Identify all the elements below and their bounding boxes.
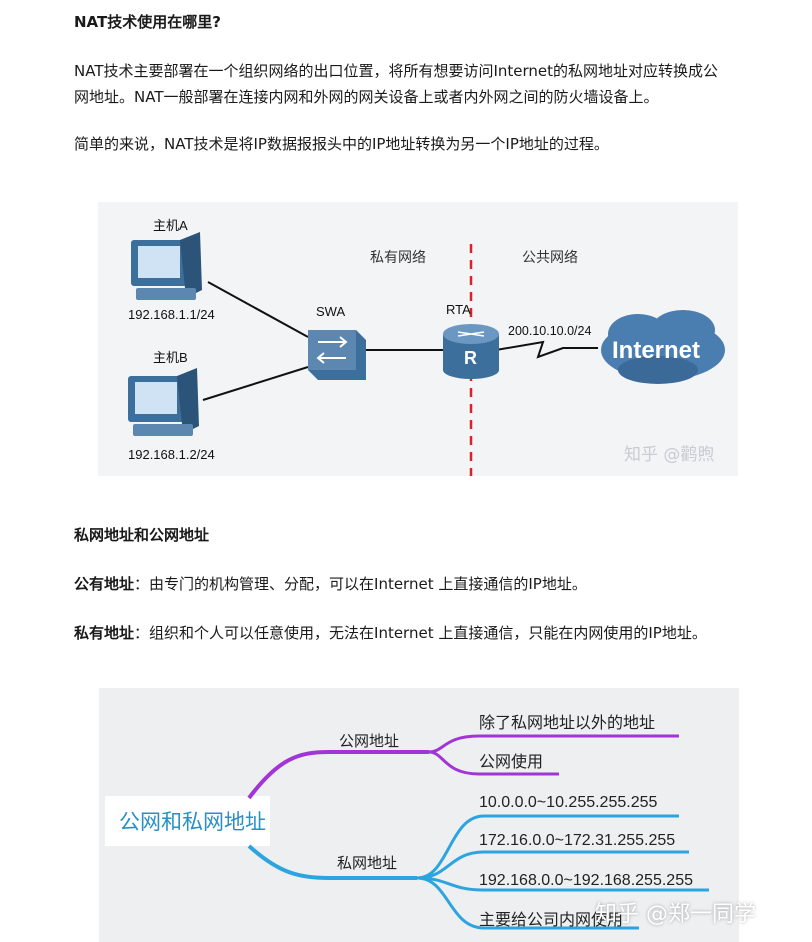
mindmap-root-box bbox=[105, 796, 270, 846]
mindmap-svg: 公网和私网地址 公网地址 除了私网地址以外的地址 公网使用 私网地址 10.0.… bbox=[105, 713, 709, 930]
internet-label: Internet bbox=[612, 337, 700, 364]
switch-label: SWA bbox=[316, 304, 345, 319]
router-icon bbox=[443, 324, 499, 379]
private-item-3: 192.168.0.0~192.168.255.255 bbox=[479, 872, 693, 889]
public-network-label: 公共网络 bbox=[522, 250, 578, 266]
nat-network-diagram: 主机A 192.168.1.1/24 主机B 192.168.1.2/24 SW… bbox=[98, 202, 738, 476]
host-b-label: 主机B bbox=[153, 350, 188, 365]
private-address-definition: 私有地址：组织和个人可以任意使用，无法在Internet 上直接通信，只能在内网… bbox=[74, 620, 707, 646]
private-branch-line bbox=[247, 844, 417, 880]
public-address-definition: 公有地址：由专门的机构管理、分配，可以在Internet 上直接通信的IP地址。 bbox=[74, 571, 587, 597]
link-host-a-switch bbox=[207, 281, 309, 338]
router-letter: R bbox=[464, 348, 477, 368]
host-b-ip: 192.168.1.2/24 bbox=[128, 447, 215, 462]
host-a-label: 主机A bbox=[153, 218, 188, 233]
internet-cloud-icon bbox=[601, 310, 725, 384]
public-address-term: 公有地址 bbox=[74, 575, 135, 593]
private-branch-label: 私网地址 bbox=[337, 854, 397, 872]
host-a-ip: 192.168.1.1/24 bbox=[128, 307, 215, 322]
paragraph-nat-summary: 简单的来说，NAT技术是将IP数据报报头中的IP地址转换为另一个IP地址的过程。 bbox=[74, 135, 609, 153]
network-diagram-svg: 主机A 192.168.1.1/24 主机B 192.168.1.2/24 SW… bbox=[128, 218, 725, 476]
private-item-line-2 bbox=[416, 850, 689, 880]
zhihu-watermark: 知乎 @鹳煦 bbox=[624, 445, 715, 465]
private-address-term: 私有地址 bbox=[74, 624, 135, 642]
private-item-line-4 bbox=[416, 876, 639, 930]
public-item-1: 除了私网地址以外的地址 bbox=[479, 713, 655, 732]
link-router-internet bbox=[495, 340, 598, 359]
private-item-1: 10.0.0.0~10.255.255.255 bbox=[479, 794, 657, 811]
public-item-line-1 bbox=[428, 734, 679, 754]
link-host-b-switch bbox=[202, 366, 309, 401]
private-item-4: 主要给公司内网使用 bbox=[479, 910, 623, 929]
router-label: RTA bbox=[446, 302, 471, 317]
public-item-line-2 bbox=[428, 750, 559, 776]
address-mindmap: 公网和私网地址 公网地址 除了私网地址以外的地址 公网使用 私网地址 10.0.… bbox=[99, 688, 756, 942]
mindmap-root-label: 公网和私网地址 bbox=[119, 810, 266, 834]
public-item-2: 公网使用 bbox=[479, 752, 543, 771]
private-address-desc: ：组织和个人可以任意使用，无法在Internet 上直接通信，只能在内网使用的I… bbox=[134, 624, 707, 642]
host-a-computer-icon bbox=[131, 232, 202, 300]
public-branch-label: 公网地址 bbox=[339, 732, 399, 750]
zhihu-watermark-2: 知乎 @郑一同学 bbox=[595, 902, 756, 927]
paragraph-nat-deployment-line2: 网地址。NAT一般部署在连接内网和外网的网关设备上或者内外网之间的防火墙设备上。 bbox=[74, 88, 659, 106]
public-address-desc: ：由专门的机构管理、分配，可以在Internet 上直接通信的IP地址。 bbox=[134, 575, 587, 593]
section-heading-address-types: 私网地址和公网地址 bbox=[74, 526, 210, 544]
wan-ip-label: 200.10.10.0/24 bbox=[508, 324, 591, 338]
private-item-2: 172.16.0.0~172.31.255.255 bbox=[479, 832, 675, 849]
public-branch-line bbox=[247, 750, 429, 800]
private-network-label: 私有网络 bbox=[370, 250, 426, 266]
private-item-line-1 bbox=[416, 814, 679, 880]
paragraph-nat-deployment-line1: NAT技术主要部署在一个组织网络的出口位置，将所有想要访问Internet的私网… bbox=[74, 62, 719, 80]
switch-icon bbox=[308, 330, 366, 380]
host-b-computer-icon bbox=[128, 368, 199, 436]
section-heading-nat-usage: NAT技术使用在哪里? bbox=[74, 13, 221, 31]
